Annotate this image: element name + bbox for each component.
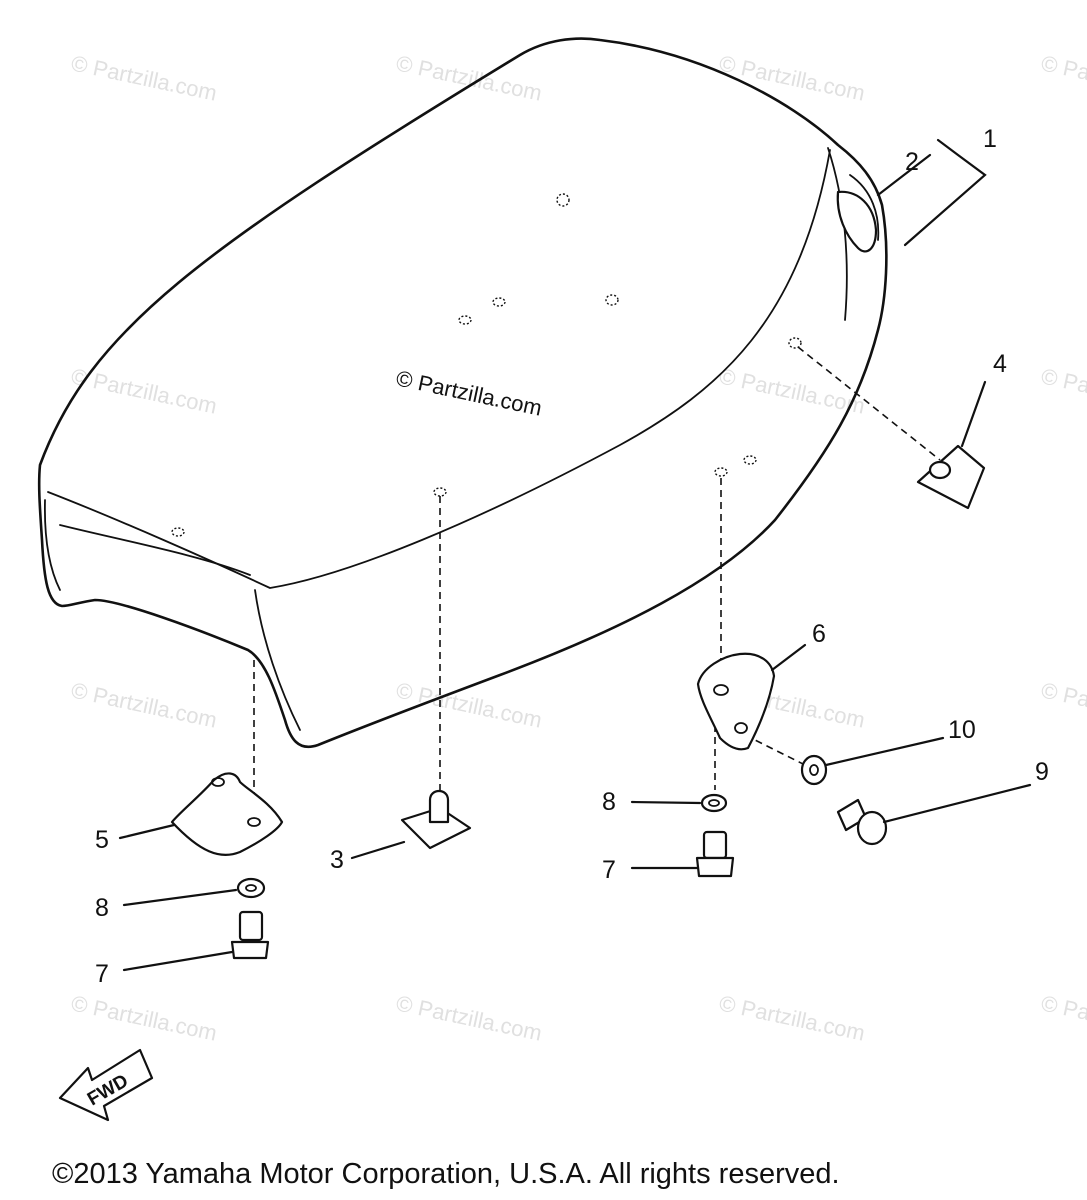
leader-lines	[118, 138, 1032, 972]
watermark: © Partzilla.com	[69, 990, 219, 1045]
leader-10	[824, 736, 945, 767]
callout-8a: 8	[95, 894, 109, 922]
part-7-bolt-right	[695, 830, 735, 878]
watermark: © Partzilla.com	[1039, 990, 1087, 1045]
leader-5	[118, 823, 176, 840]
part-6-stay	[696, 652, 776, 751]
mount-hole	[433, 487, 447, 497]
part-4-shape	[916, 444, 986, 510]
part-3-pin	[428, 789, 450, 824]
center-watermark: © Partzilla.com	[394, 365, 544, 420]
guide-line	[797, 346, 941, 461]
seat-top-seam	[47, 149, 831, 589]
part-6-hole	[713, 684, 729, 696]
part-7-head	[230, 940, 270, 960]
part-10-washer	[800, 754, 828, 786]
leader-8b	[630, 800, 702, 805]
copyright-notice: ©2013 Yamaha Motor Corporation, U.S.A. A…	[52, 1158, 840, 1190]
callout-10: 10	[948, 716, 976, 744]
part-10-shape	[800, 754, 828, 786]
watermark: © Partzilla.com	[69, 677, 219, 732]
part-4-stud	[928, 460, 952, 480]
watermark: © Partzilla.com	[394, 50, 544, 105]
part-3-clip	[400, 789, 472, 850]
part-5-bracket	[170, 772, 284, 856]
callout-9: 9	[1035, 758, 1049, 786]
mount-hole	[605, 294, 619, 306]
part-8-washer-right	[700, 793, 728, 813]
part-5-hole	[211, 777, 225, 787]
fwd-arrow-shape	[58, 1048, 154, 1122]
watermark-grid: © Partzilla.com © Partzilla.com © Partzi…	[69, 50, 1087, 1045]
assembly-guides	[253, 346, 941, 820]
part-7-bolt-left	[230, 910, 270, 960]
mount-hole	[714, 467, 728, 477]
part-7-head	[695, 856, 735, 878]
part-7-shank	[702, 830, 728, 860]
rear-cover-shape	[836, 190, 878, 253]
part-6-hole	[734, 722, 748, 734]
mount-hole	[458, 315, 472, 325]
part-7-shank	[238, 910, 264, 942]
callout-3: 3	[330, 846, 344, 874]
guide-line	[744, 734, 806, 766]
leader-8a	[122, 888, 238, 907]
leader-7a	[122, 950, 234, 972]
leader-9	[882, 783, 1032, 824]
part-6-shape	[696, 652, 776, 751]
part-9-bolt	[836, 798, 888, 846]
leader-3	[350, 840, 406, 860]
part-5-hole	[247, 817, 261, 827]
leader-6	[770, 643, 807, 672]
fwd-arrow-icon: FWD	[58, 1048, 154, 1122]
callout-4: 4	[993, 350, 1007, 378]
part-3-shape	[400, 806, 472, 850]
leader-4	[960, 380, 987, 448]
mount-hole	[556, 193, 570, 207]
callout-6: 6	[812, 620, 826, 648]
watermark: © Partzilla.com	[69, 50, 219, 105]
rear-cover	[836, 190, 878, 253]
mount-hole	[788, 337, 802, 349]
watermark: © Partzilla.com	[1039, 50, 1087, 105]
watermark: © Partzilla.com	[717, 990, 867, 1045]
part-4-nut	[916, 444, 986, 510]
part-5-shape	[170, 772, 284, 856]
callout-5: 5	[95, 826, 109, 854]
watermark: © Partzilla.com	[1039, 677, 1087, 732]
seat-assembly	[37, 37, 888, 748]
callout-labels: 1 2 3 4 5 6 7 7 8 8 9 10	[95, 125, 1049, 988]
part-8-hole	[708, 799, 720, 807]
callout-1: 1	[983, 125, 997, 153]
part-8-shape	[236, 877, 266, 899]
leader-1	[903, 138, 987, 247]
part-9-head	[856, 810, 888, 846]
watermark: © Partzilla.com	[717, 50, 867, 105]
mount-hole	[171, 527, 185, 537]
callout-7b: 7	[602, 856, 616, 884]
callout-8b: 8	[602, 788, 616, 816]
leader-2	[876, 153, 932, 197]
part-8-hole	[245, 884, 257, 892]
part-10-hole	[809, 764, 819, 776]
callout-2: 2	[905, 148, 919, 176]
watermark: © Partzilla.com	[1039, 363, 1087, 418]
part-8-washer-left	[236, 877, 266, 899]
mount-hole	[492, 297, 506, 307]
part-8-shape	[700, 793, 728, 813]
watermark: © Partzilla.com	[717, 363, 867, 418]
seat-outline	[37, 37, 888, 748]
seat-front-face	[44, 499, 301, 731]
watermark: © Partzilla.com	[394, 990, 544, 1045]
callout-7a: 7	[95, 960, 109, 988]
mount-hole	[743, 455, 757, 465]
